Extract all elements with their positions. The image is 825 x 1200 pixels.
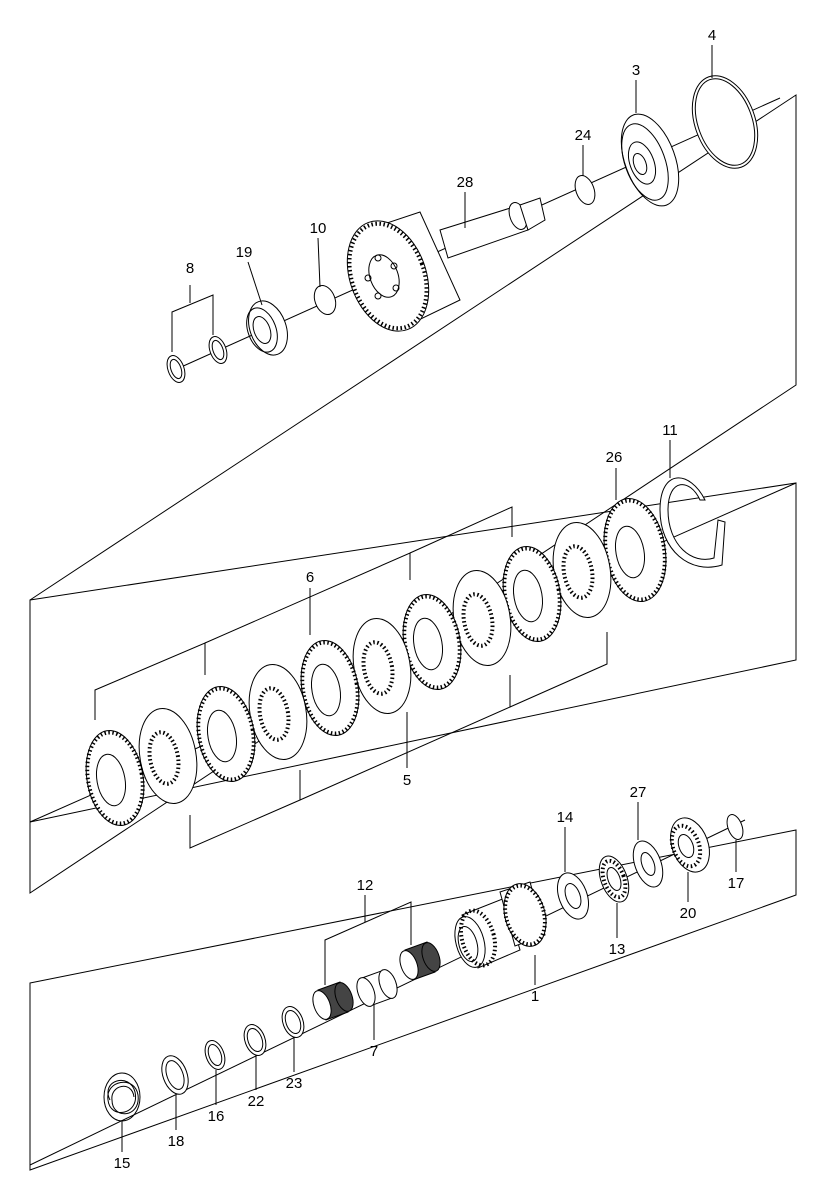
friction-disc-5 — [352, 617, 412, 715]
gear-1 — [454, 881, 547, 969]
leader-10 — [317, 237, 321, 288]
snap-ring-8b — [208, 336, 228, 364]
end-plate-26 — [603, 498, 667, 602]
label-15: 15 — [114, 1155, 131, 1172]
label-26: 26 — [606, 449, 623, 466]
needle-bearing-12a — [312, 981, 354, 1021]
gear-group-panel — [29, 829, 797, 1171]
label-3: 3 — [632, 62, 640, 79]
snap-ring-8a — [166, 355, 186, 383]
clutch-disc-stack — [85, 521, 612, 827]
bracket-12 — [324, 901, 412, 985]
thrust-washer-14 — [556, 872, 590, 920]
seal-ring-4 — [691, 75, 759, 169]
label-22: 22 — [248, 1093, 265, 1110]
snap-ring-16 — [204, 1040, 226, 1070]
friction-disc-5 — [138, 707, 198, 805]
label-24: 24 — [575, 127, 592, 144]
ball-bearing-20 — [669, 817, 710, 873]
steel-disc-6 — [85, 729, 145, 827]
label-17: 17 — [728, 875, 745, 892]
label-4: 4 — [708, 27, 716, 44]
steel-disc-6 — [300, 639, 360, 737]
snap-ring-17 — [726, 814, 744, 840]
label-23: 23 — [286, 1075, 303, 1092]
label-20: 20 — [680, 905, 697, 922]
label-28: 28 — [457, 174, 474, 191]
label-8: 8 — [186, 260, 194, 277]
label-7: 7 — [370, 1043, 378, 1060]
label-16: 16 — [208, 1108, 225, 1125]
leader-19 — [247, 261, 263, 306]
washer-18 — [161, 1055, 189, 1095]
snap-ring-22 — [243, 1024, 267, 1056]
spring-15 — [103, 1072, 141, 1122]
bracket-6 — [94, 642, 206, 720]
spacer-7 — [356, 969, 398, 1007]
label-27: 27 — [630, 784, 647, 801]
label-5: 5 — [403, 772, 411, 789]
washer-27 — [632, 840, 664, 888]
drum-shaft-28 — [346, 197, 546, 332]
label-10: 10 — [310, 220, 327, 237]
bracket-5 — [189, 770, 301, 849]
o-ring-24 — [574, 175, 596, 205]
thrust-bearing-13 — [598, 855, 630, 903]
label-18: 18 — [168, 1133, 185, 1150]
label-12: 12 — [357, 877, 374, 894]
bearing-19 — [246, 300, 288, 356]
leader-8 — [171, 294, 214, 352]
label-6: 6 — [306, 569, 314, 586]
friction-disc-5 — [248, 663, 308, 761]
snap-ring-23 — [281, 1006, 305, 1038]
label-19: 19 — [236, 244, 253, 261]
label-11: 11 — [662, 422, 678, 439]
label-13: 13 — [609, 941, 626, 958]
label-1: 1 — [531, 988, 539, 1005]
needle-bearing-12b — [399, 941, 441, 981]
o-ring-10 — [313, 284, 337, 316]
snap-ring-11 — [659, 477, 726, 568]
piston-3 — [620, 113, 680, 207]
label-14: 14 — [557, 809, 574, 826]
clutch-group-panel — [29, 482, 797, 823]
steel-disc-6 — [196, 685, 256, 783]
